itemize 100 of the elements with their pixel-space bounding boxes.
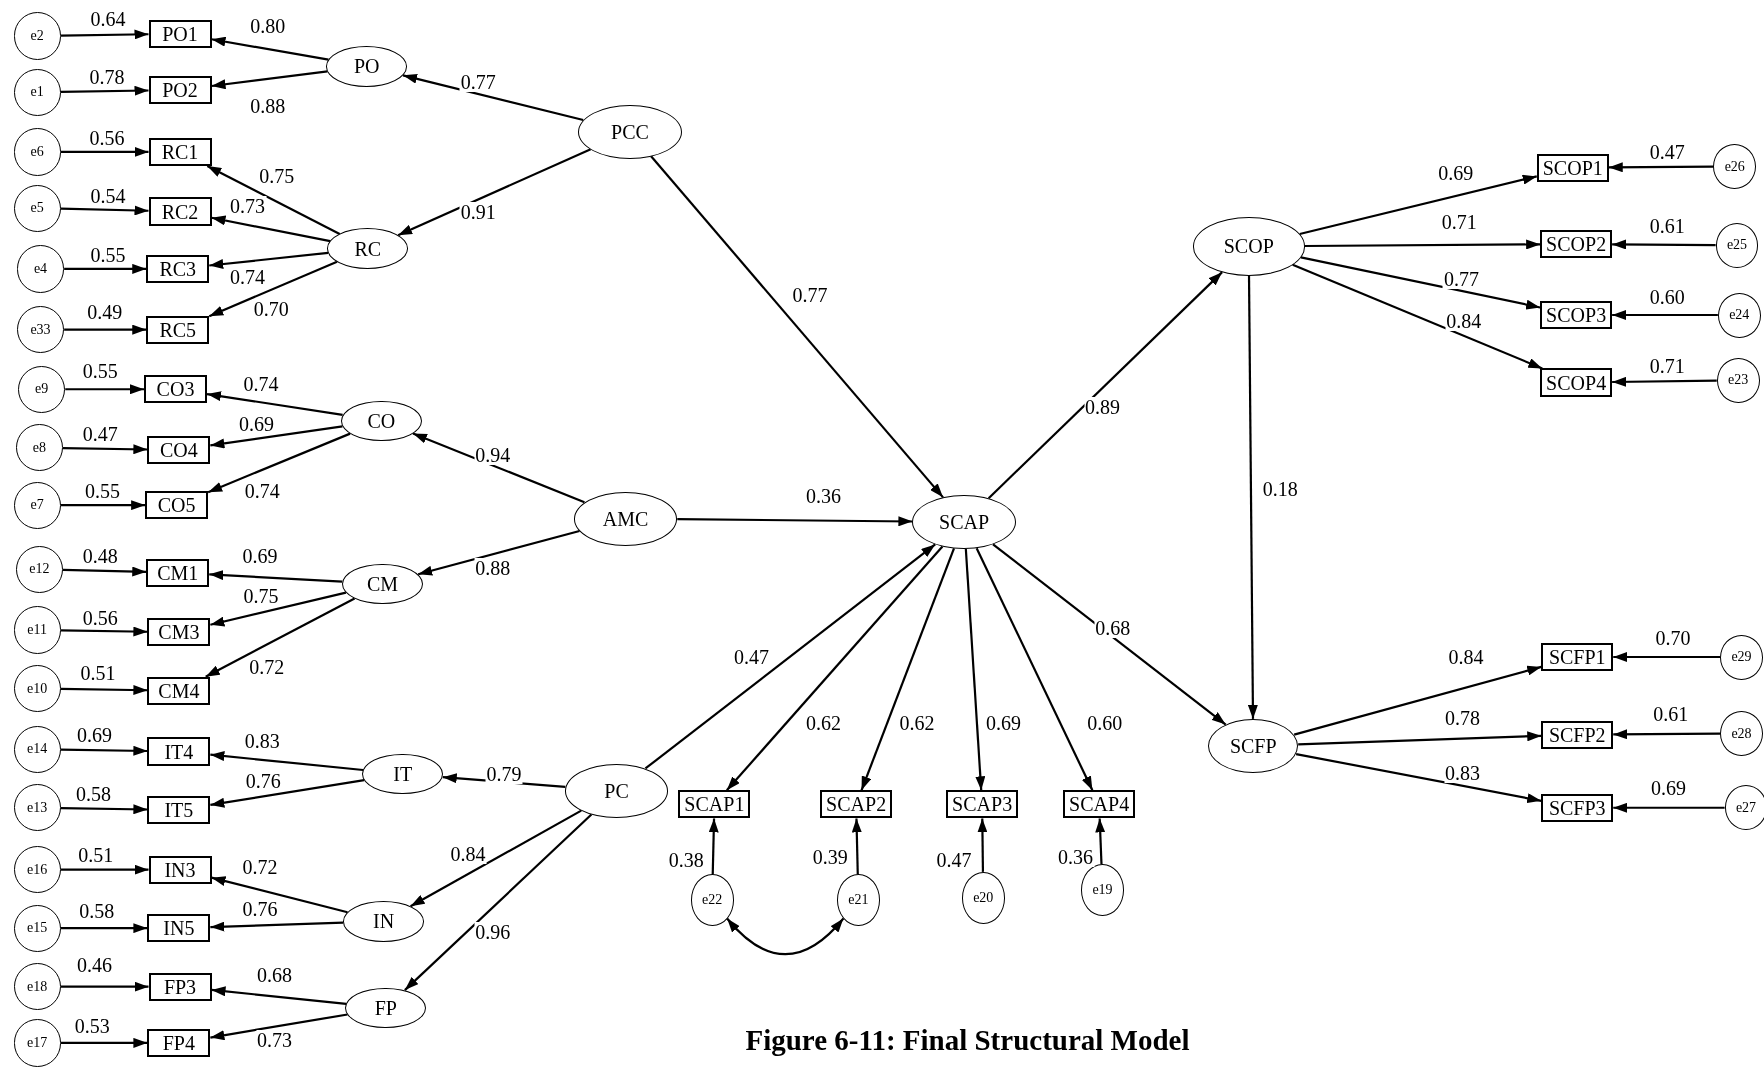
indicator-box: SCFP2: [1541, 720, 1614, 749]
arrow: [210, 591, 347, 627]
latent-variable-ellipse: PO: [326, 46, 408, 87]
arrow: [992, 543, 1227, 726]
arrow: [62, 566, 147, 577]
arrow: [1612, 310, 1718, 320]
arrow: [412, 432, 585, 504]
arrow: [64, 324, 147, 335]
indicator-box: CO4: [147, 435, 211, 465]
indicator-box: SCOP2: [1540, 230, 1613, 259]
edge-label: 0.79: [485, 764, 523, 784]
latent-variable-ellipse: AMC: [573, 491, 678, 546]
error-term-circle: e1: [13, 68, 61, 116]
arrow: [60, 29, 149, 40]
arrow: [1292, 263, 1543, 370]
error-term-circle: e16: [13, 846, 61, 894]
arrow: [211, 876, 348, 914]
arrow: [851, 818, 862, 875]
indicator-box: IN5: [147, 914, 211, 943]
indicator-box: PO1: [148, 19, 212, 48]
error-term-circle: e13: [13, 784, 61, 832]
indicator-box: RC2: [148, 197, 212, 226]
error-term-circle: e29: [1720, 634, 1763, 680]
arrow: [206, 164, 341, 236]
edge-label: 0.76: [241, 899, 279, 919]
arrow: [60, 500, 146, 511]
indicator-box: IT5: [147, 795, 211, 825]
error-term-circle: e27: [1724, 785, 1764, 831]
arrow: [210, 425, 343, 449]
arrow: [1613, 802, 1725, 813]
arrow: [650, 155, 944, 499]
edge-label: 0.47: [733, 647, 770, 667]
arrow: [644, 543, 936, 770]
error-term-circle: e18: [13, 963, 61, 1011]
error-term-circle: e14: [13, 725, 61, 773]
error-term-circle: e21: [837, 874, 880, 926]
arrow: [210, 1013, 348, 1041]
error-term-circle: e5: [13, 184, 61, 232]
edge-label: 0.91: [459, 201, 497, 222]
indicator-box: CO3: [144, 375, 207, 404]
indicator-box: IT4: [147, 737, 211, 766]
arrow: [205, 597, 356, 678]
error-term-circle: e20: [961, 871, 1005, 924]
latent-variable-ellipse: SCAP: [912, 495, 1016, 549]
arrow: [1300, 256, 1541, 310]
latent-variable-ellipse: RC: [327, 228, 409, 269]
edge-label: 0.51: [77, 845, 115, 865]
arrow: [677, 516, 913, 527]
arrow: [397, 148, 592, 237]
indicator-box: CM4: [147, 676, 211, 705]
error-term-circle: e6: [13, 128, 61, 176]
arrow: [964, 548, 986, 791]
arrow: [1247, 275, 1258, 719]
indicator-box: CO5: [145, 491, 209, 520]
latent-variable-ellipse: CM: [342, 563, 423, 605]
error-term-circle: e11: [13, 606, 61, 654]
arrow: [726, 545, 944, 792]
arrow: [402, 73, 584, 122]
arrow: [211, 215, 331, 243]
error-term-circle: e8: [15, 424, 63, 472]
indicator-box: RC5: [146, 315, 210, 344]
latent-variable-ellipse: IT: [362, 753, 444, 795]
edge-label: 0.84: [1447, 647, 1485, 667]
arrow: [1299, 174, 1537, 236]
indicator-box: RC3: [146, 254, 210, 283]
arrow: [63, 444, 148, 455]
edge-label: 0.77: [1442, 269, 1480, 289]
arrow: [65, 384, 144, 395]
error-term-circle: e15: [13, 904, 61, 952]
latent-variable-ellipse: CO: [340, 400, 422, 441]
arrow: [60, 981, 149, 992]
arrow: [60, 1037, 148, 1048]
arrow: [60, 745, 148, 756]
indicator-box: SCOP3: [1540, 300, 1613, 330]
edge-label: 0.73: [229, 195, 266, 216]
indicator-box: SCOP1: [1536, 153, 1609, 182]
arrow: [210, 779, 365, 808]
arrow: [1612, 239, 1716, 250]
indicator-box: CM1: [146, 558, 210, 587]
arrow: [977, 818, 988, 872]
arrow: [211, 986, 347, 1005]
arrow: [60, 923, 148, 934]
latent-variable-ellipse: IN: [343, 901, 425, 942]
arrow: [1305, 239, 1541, 250]
arrow: [64, 263, 147, 274]
arrow: [209, 570, 343, 583]
arrow: [210, 751, 364, 772]
error-term-circle: e26: [1713, 144, 1757, 189]
arrow: [60, 85, 149, 96]
arrow: [209, 251, 329, 269]
arrow: [410, 809, 582, 908]
arrow: [208, 260, 338, 318]
indicator-box: SCFP1: [1541, 642, 1614, 672]
double-headed-arrow: [726, 917, 845, 956]
arrow: [60, 146, 149, 157]
indicator-box: SCAP3: [946, 790, 1019, 819]
edge-label: 0.53: [73, 1016, 111, 1036]
arrow: [60, 685, 148, 696]
error-term-circle: e23: [1716, 357, 1760, 403]
error-term-circle: e12: [15, 545, 63, 593]
